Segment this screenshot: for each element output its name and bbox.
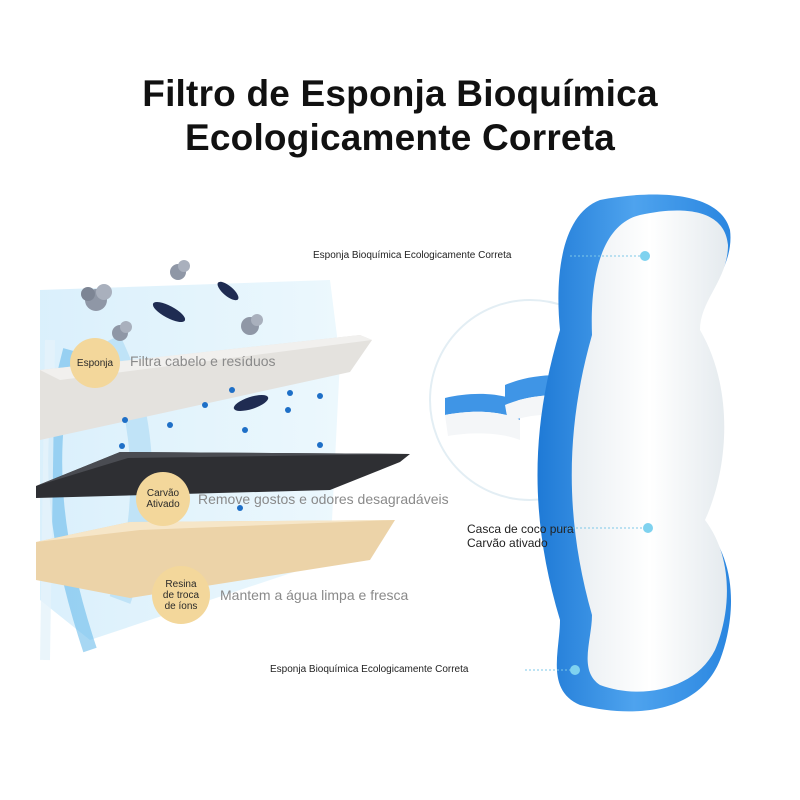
callout-middle-line-1: Casca de coco pura bbox=[467, 522, 574, 536]
callout-middle-line-2: Carvão ativado bbox=[467, 536, 548, 550]
contaminant-particles bbox=[81, 260, 269, 414]
badge-esponja: Esponja bbox=[70, 338, 120, 388]
callout-top: Esponja Bioquímica Ecologicamente Corret… bbox=[313, 250, 512, 261]
carbon-layer bbox=[36, 452, 410, 498]
page-title: Filtro de Esponja Bioquímica Ecologicame… bbox=[0, 72, 800, 160]
sponge-layer bbox=[40, 335, 372, 440]
curved-filter bbox=[537, 194, 732, 712]
badge-carvao-line-2: Ativado bbox=[146, 499, 180, 510]
callout-bottom: Esponja Bioquímica Ecologicamente Corret… bbox=[270, 664, 469, 675]
badge-resina-line-1: Resina bbox=[165, 578, 197, 590]
badge-resina: Resina de troca de íons bbox=[152, 566, 210, 624]
badge-resina-line-3: de íons bbox=[164, 600, 198, 612]
callout-lines bbox=[525, 251, 653, 675]
badge-esponja-label: Esponja bbox=[76, 357, 114, 369]
resin-layer bbox=[36, 520, 395, 598]
badge-carvao-ativado: Carvão Ativado bbox=[136, 472, 190, 526]
title-line-2: Ecologicamente Correta bbox=[184, 117, 616, 158]
carvao-description: Remove gostos e odores desagradáveis bbox=[198, 491, 449, 507]
callout-middle: Casca de coco pura Carvão ativado bbox=[467, 522, 574, 550]
esponja-description: Filtra cabelo e resíduos bbox=[130, 353, 276, 369]
badge-carvao-line-1: Carvão bbox=[146, 488, 180, 499]
title-line-1: Filtro de Esponja Bioquímica bbox=[142, 73, 658, 114]
badge-resina-line-2: de troca bbox=[162, 589, 200, 601]
resina-description: Mantem a água limpa e fresca bbox=[220, 587, 409, 603]
